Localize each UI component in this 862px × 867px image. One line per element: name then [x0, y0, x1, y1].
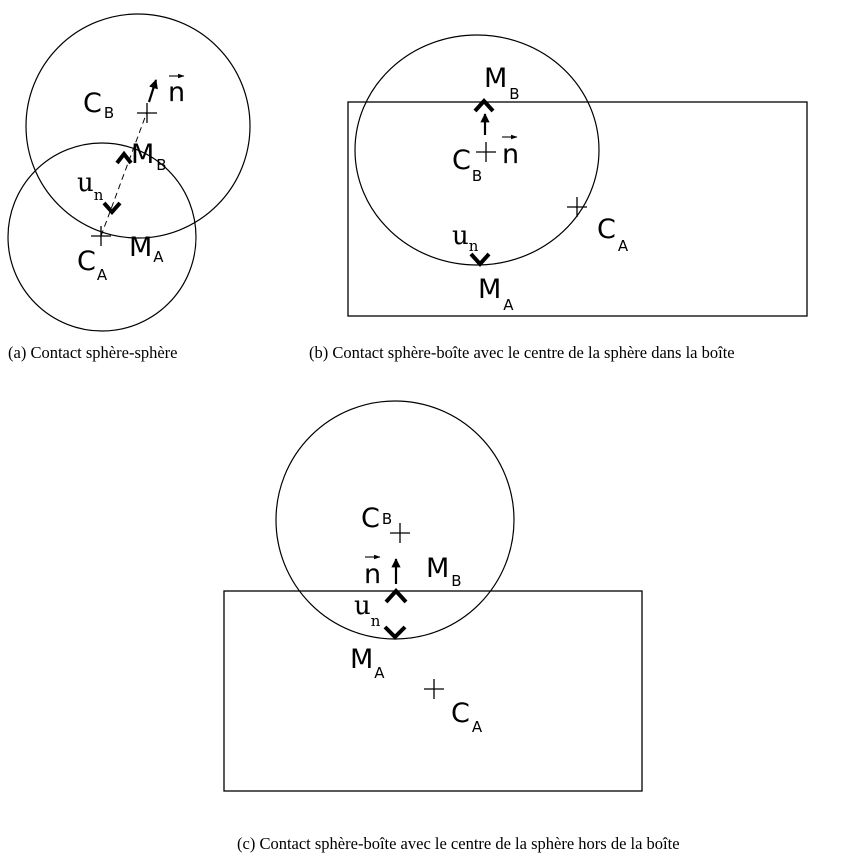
contact-point-b-chevron — [115, 150, 133, 165]
box-a-rect — [223, 590, 643, 792]
contact-point-a-chevron — [469, 252, 491, 267]
center-b-cross — [137, 103, 157, 123]
label-ca: CA — [597, 214, 629, 255]
contact-point-a-chevron — [383, 625, 407, 640]
center-line — [100, 111, 148, 237]
normal-arrow — [147, 79, 158, 103]
label-n-vector: n — [168, 73, 185, 108]
label-n-vector: n — [364, 554, 381, 590]
label-cb: CB — [452, 145, 482, 185]
box-a-rect — [347, 101, 808, 317]
contact-point-a-chevron — [102, 201, 122, 216]
label-un: un — [77, 168, 104, 204]
label-ma: MA — [129, 232, 164, 266]
label-un: un — [354, 591, 381, 630]
label-ma: MA — [350, 644, 385, 682]
center-b-cross — [476, 142, 496, 162]
label-un: un — [452, 221, 479, 255]
center-a-cross — [91, 226, 111, 246]
center-a-cross — [424, 679, 444, 699]
caption-c: (c) Contact sphère-boîte avec le centre … — [237, 834, 680, 853]
contact-point-b-chevron — [473, 98, 495, 113]
svg-text:n: n — [168, 77, 185, 108]
caption-a: (a) Contact sphère-sphère — [8, 343, 178, 362]
label-ca: CA — [77, 246, 108, 284]
label-n-vector: n — [502, 134, 519, 170]
center-b-cross — [390, 523, 410, 543]
sphere-a-circle — [7, 142, 197, 332]
sphere-b-circle — [25, 13, 251, 239]
caption-b: (b) Contact sphère-boîte avec le centre … — [309, 343, 735, 362]
svg-text:n: n — [364, 559, 381, 590]
contact-point-b-chevron — [384, 588, 408, 604]
sphere-b-circle — [275, 400, 515, 640]
sphere-b-circle — [354, 34, 600, 266]
center-a-cross — [567, 197, 587, 217]
svg-text:n: n — [502, 139, 519, 170]
